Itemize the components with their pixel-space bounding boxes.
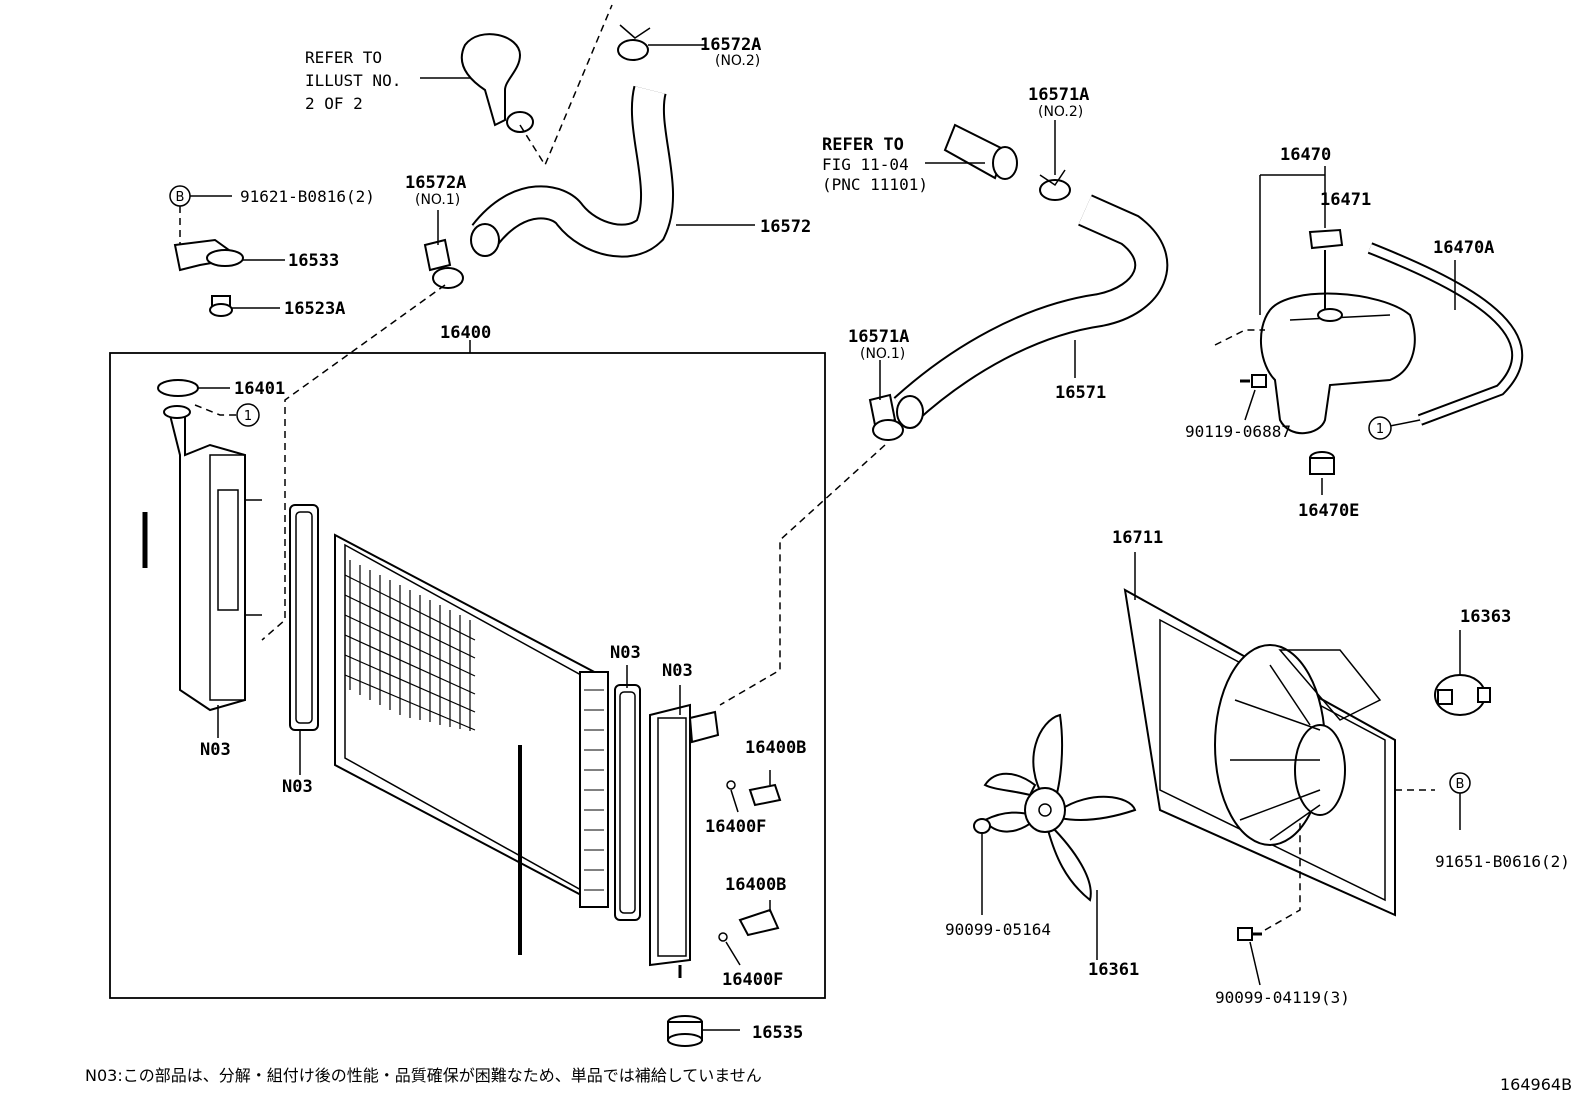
hose-clamp-no1-left [423, 238, 464, 289]
cooling-fan [983, 713, 1137, 902]
coolant-reservoir-tank [1259, 228, 1416, 435]
label-16523A: 16523A [284, 299, 345, 319]
bracket-16533 [173, 238, 244, 272]
water-inlet-pipe [943, 123, 1018, 180]
label-90119-06887: 90119-06887 [1185, 422, 1291, 441]
label-16400B-lower: 16400B [725, 875, 786, 895]
left-tank-gasket [289, 504, 319, 731]
label-16571A-no1: 16571A [848, 327, 909, 347]
refer-fig-line3: (PNC 11101) [822, 175, 928, 194]
label-16572A-no1-sub: (NO.1) [415, 192, 460, 208]
label-16572: 16572 [760, 217, 811, 237]
drain-cock-upper [726, 780, 782, 807]
drain-cock-lower [718, 908, 780, 942]
label-90099-04119: 90099-04119(3) [1215, 988, 1350, 1007]
hose-clamp-no2-top [617, 24, 651, 61]
label-16571A-no1-sub: (NO.1) [860, 346, 905, 362]
refer-illust-line3: 2 OF 2 [305, 94, 363, 113]
circle-marker-1-left [236, 403, 260, 427]
radiator-assembly-frame [109, 352, 826, 999]
label-16363: 16363 [1460, 607, 1511, 627]
lower-radiator-hose [893, 194, 1169, 429]
fan-motor [1434, 674, 1491, 716]
thermostat-housing [460, 33, 534, 133]
circle-1-left-label: 1 [244, 409, 252, 424]
label-16400F-lower: 16400F [722, 970, 783, 990]
label-16571: 16571 [1055, 383, 1106, 403]
refer-fig-line1: REFER TO [822, 135, 904, 155]
label-16471: 16471 [1320, 190, 1371, 210]
label-16470E: 16470E [1298, 501, 1359, 521]
label-16572A-no2-sub: (NO.2) [715, 53, 760, 69]
label-n03-right-tank: N03 [662, 661, 693, 681]
label-16572A-no1: 16572A [405, 173, 466, 193]
circle-b-right-label: B [1456, 777, 1465, 792]
reservoir-drain-16470E [1309, 451, 1335, 475]
fan-shroud [1123, 588, 1396, 917]
plug-16523A [209, 295, 233, 317]
figure-code: 164964B [1500, 1075, 1572, 1094]
label-16400: 16400 [440, 323, 491, 343]
radiator-right-tank [649, 703, 720, 978]
label-16401: 16401 [234, 379, 285, 399]
label-16571A-no2: 16571A [1028, 85, 1089, 105]
circle-marker-1-right [1368, 416, 1392, 440]
refer-illust-line1: REFER TO [305, 48, 382, 67]
label-91621-b0816: 91621-B0816(2) [240, 187, 375, 206]
label-n03-left-gasket: N03 [282, 777, 313, 797]
bolt-90099-04119 [1237, 927, 1262, 941]
label-16400B-upper: 16400B [745, 738, 806, 758]
radiator-core [334, 533, 609, 908]
label-16572A-no2: 16572A [700, 35, 761, 55]
label-16361: 16361 [1088, 960, 1139, 980]
label-16470A: 16470A [1433, 238, 1494, 258]
nut-90099-05164 [973, 818, 991, 834]
radiator-cap-icon [157, 379, 199, 397]
hose-clamp-no2-right [1039, 169, 1071, 201]
refer-fig-line2: FIG 11-04 [822, 155, 909, 174]
label-91651-b0616: 91651-B0616(2) [1435, 852, 1570, 871]
circle-b-left-label: B [176, 190, 185, 205]
footer-note: N03:この部品は、分解・組付け後の性能・品質確保が困難なため、単品では補給して… [85, 1066, 762, 1085]
label-16470: 16470 [1280, 145, 1331, 165]
label-16711: 16711 [1112, 528, 1163, 548]
radiator-left-tank [142, 405, 262, 712]
upper-radiator-hose [470, 85, 674, 258]
drain-plug-16535 [667, 1015, 703, 1047]
label-n03-right-gasket: N03 [610, 643, 641, 663]
hose-clamp-no1-mid [868, 393, 904, 441]
label-16400F-upper: 16400F [705, 817, 766, 837]
label-n03-left-tank: N03 [200, 740, 231, 760]
refer-illust-line2: ILLUST NO. [305, 71, 401, 90]
right-tank-gasket [614, 684, 641, 921]
label-90099-05164: 90099-05164 [945, 920, 1051, 939]
bolt-90119 [1240, 374, 1267, 388]
label-16571A-no2-sub: (NO.2) [1038, 104, 1083, 120]
label-16533: 16533 [288, 251, 339, 271]
circle-1-right-label: 1 [1376, 422, 1384, 437]
label-16535: 16535 [752, 1023, 803, 1043]
